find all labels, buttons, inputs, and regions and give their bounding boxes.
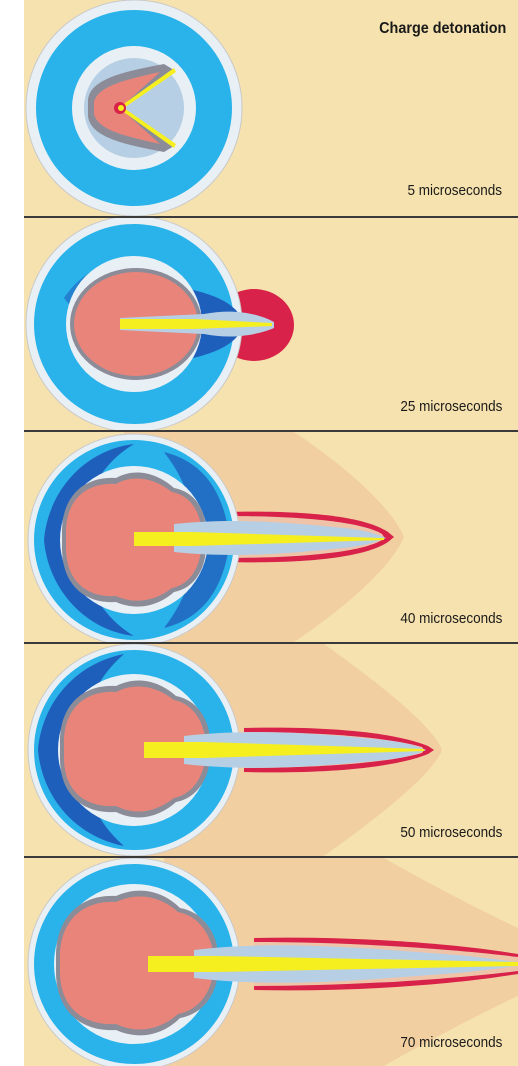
frame-50-microseconds: 50 microseconds [24, 644, 518, 856]
frame-5-microseconds: Charge detonation 5 microseconds [24, 0, 518, 216]
time-label-40us: 40 microseconds [400, 610, 502, 627]
time-label-5us: 5 microseconds [407, 182, 502, 199]
time-label-70us: 70 microseconds [400, 1034, 502, 1051]
time-label-25us: 25 microseconds [400, 398, 502, 415]
frame-25-microseconds: 25 microseconds [24, 218, 518, 430]
charge-detonation-figure: Charge detonation 5 microseconds 25 micr… [24, 0, 518, 1066]
time-label-50us: 50 microseconds [400, 824, 502, 841]
frame-70-microseconds: 70 microseconds [24, 858, 518, 1066]
chart-title: Charge detonation [379, 20, 506, 38]
frame-40-microseconds: 40 microseconds [24, 432, 518, 642]
